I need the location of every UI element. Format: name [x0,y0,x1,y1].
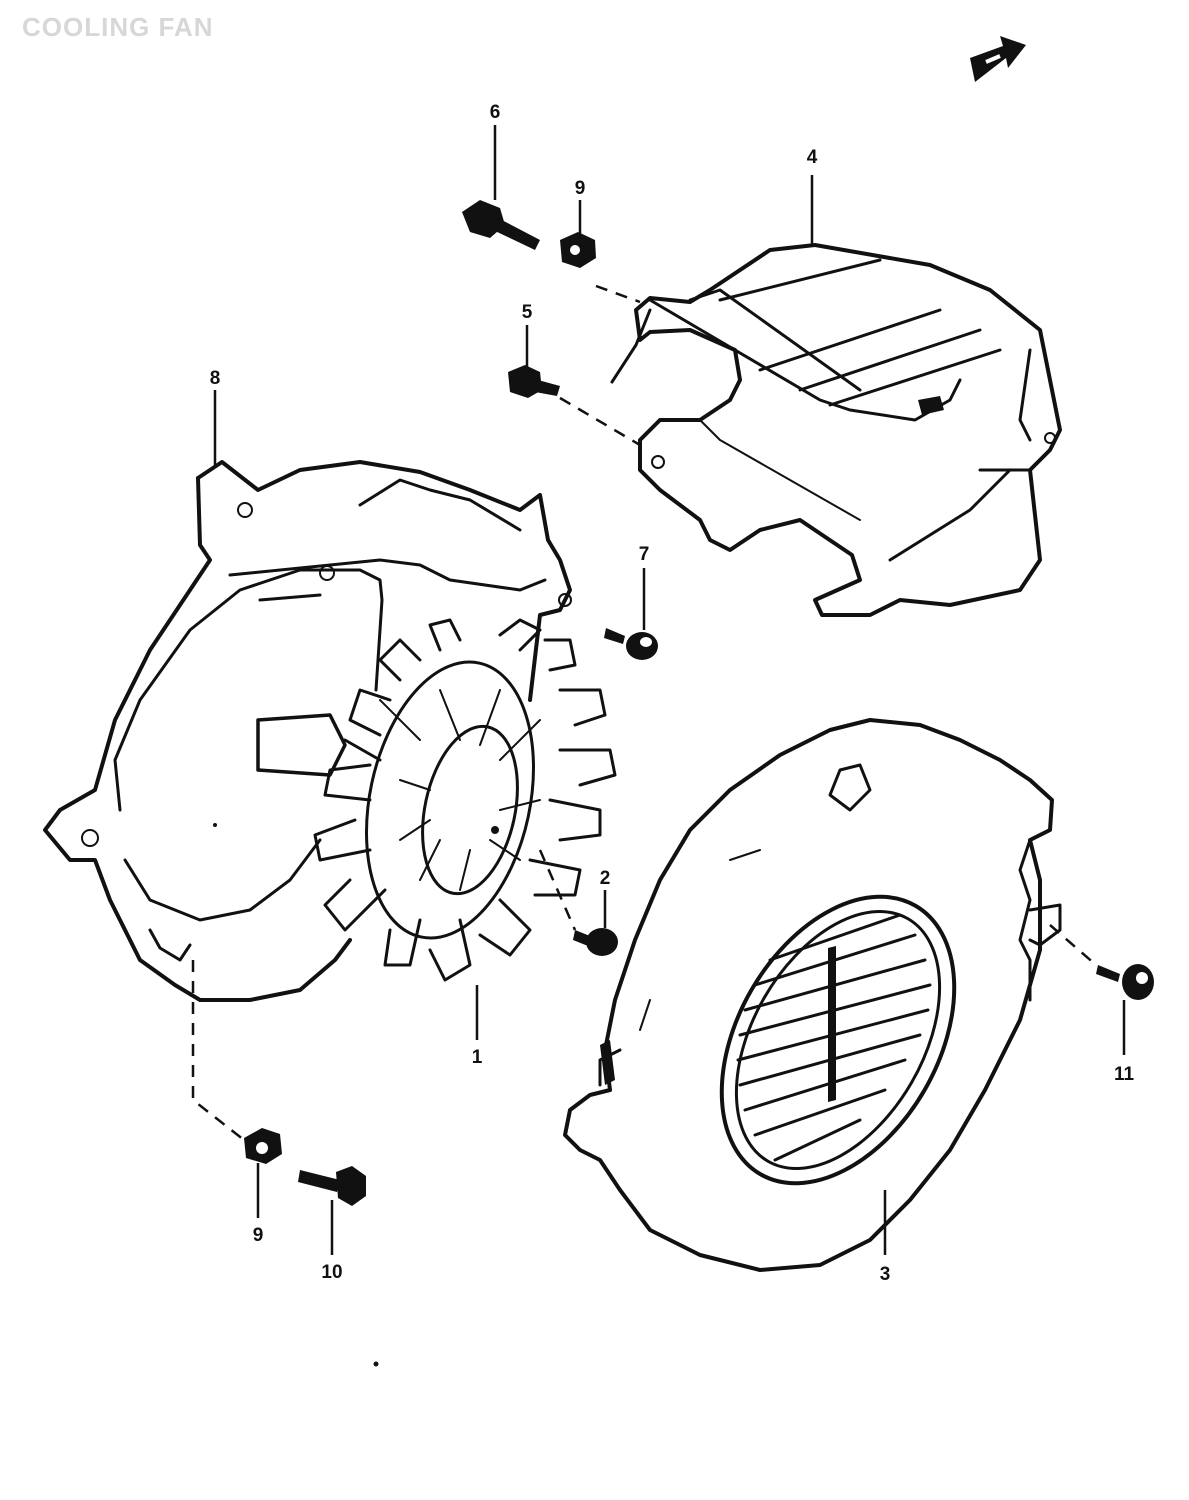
screw-2 [573,928,618,956]
nut-9-upper [560,232,596,268]
diagram-title: COOLING FAN [22,12,214,42]
leader-lines [191,125,1126,1255]
bolt-5 [508,365,560,398]
cooling-fan [213,618,617,982]
callout-3: 3 [880,1264,891,1285]
callout-10: 10 [321,1262,342,1283]
callout-8: 8 [210,368,221,389]
callout-6: 6 [490,102,501,123]
screw-7 [604,628,658,660]
fan-cover [563,718,1062,1272]
callout-11: 11 [1114,1064,1135,1085]
fan-housing [43,460,572,1002]
screw-11 [1096,964,1154,1000]
callout-1: 1 [472,1047,483,1068]
callout-7: 7 [639,544,650,565]
air-shroud [610,243,1062,617]
bolt-6 [462,200,540,250]
nut-9-lower [244,1128,282,1164]
callout-9-upper: 9 [575,178,586,199]
callout-9-lower: 9 [253,1225,264,1246]
bolt-10 [298,1166,366,1206]
callout-2: 2 [600,868,611,889]
front-direction-arrow-icon [970,36,1026,82]
callout-4: 4 [807,147,818,168]
callout-5: 5 [522,302,533,323]
